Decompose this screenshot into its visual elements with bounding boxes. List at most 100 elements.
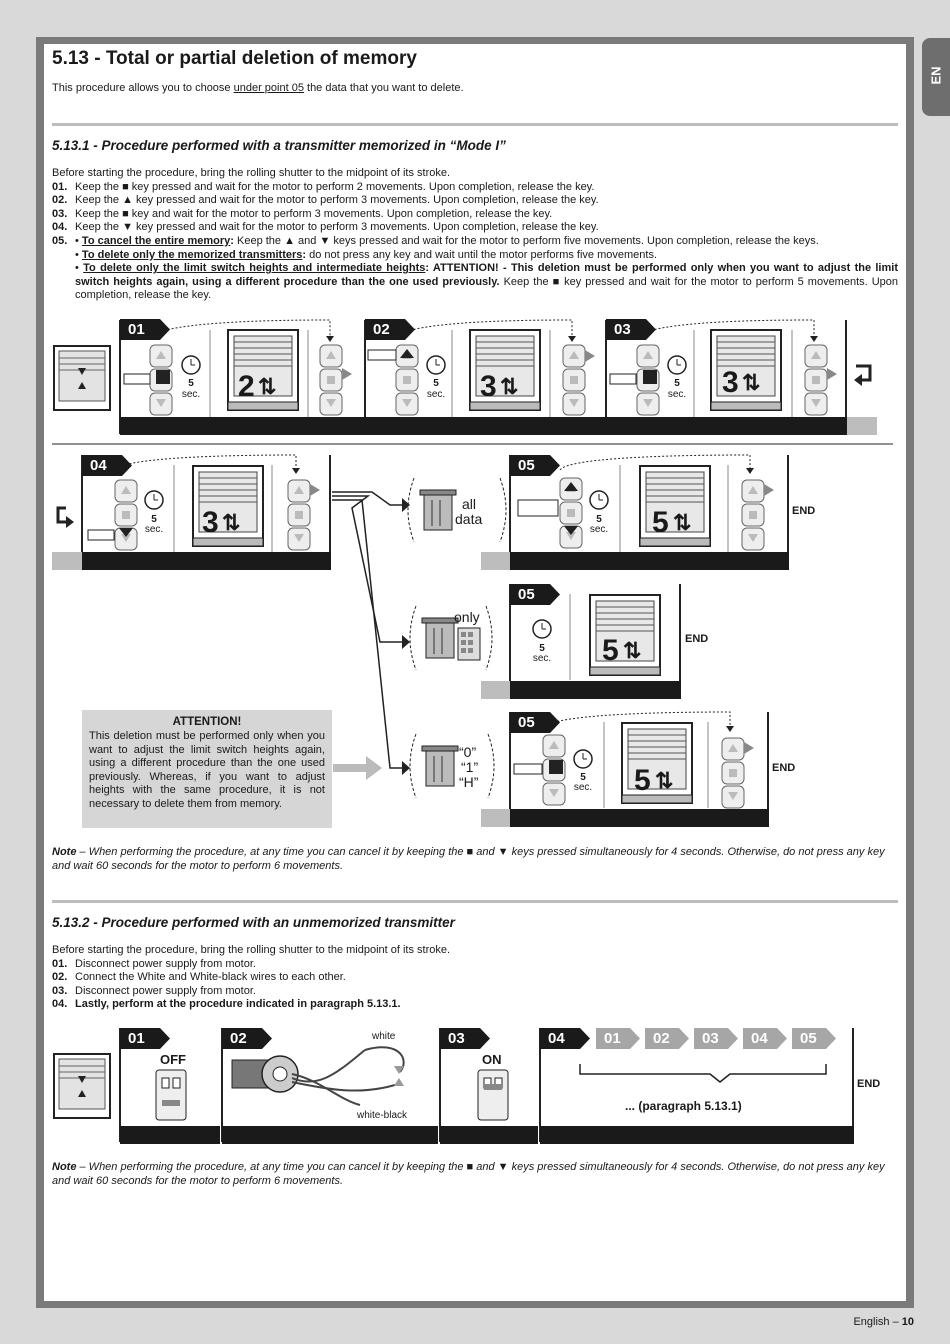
up-down-arrows-icon: ⇅ (623, 638, 642, 663)
step-bar-grey (481, 809, 510, 827)
trash-option-heights (409, 733, 495, 799)
attention-body: This deletion must be performed only whe… (89, 730, 325, 810)
step-item: 04.Lastly, perform at the procedure indi… (52, 998, 401, 1011)
movement-count: 5 (652, 506, 669, 539)
step-item: 01.Keep the ■ key pressed and wait for t… (52, 180, 595, 193)
step-bar-grey (847, 417, 877, 435)
movement-count: 3 (480, 370, 497, 403)
hand-icon (609, 373, 637, 385)
step-flag: 04 (540, 1028, 590, 1049)
remote-icon (287, 479, 311, 551)
hand-icon (513, 763, 543, 775)
step-flag: 01 (120, 1028, 170, 1049)
continue-arrow-icon (856, 364, 872, 382)
up-down-arrows-icon: ⇅ (500, 374, 519, 399)
option-h-label: “H” (459, 774, 479, 790)
remote-icon (721, 737, 745, 809)
step-bar (440, 1126, 538, 1144)
timer-value: 5 (151, 514, 157, 525)
sub-step-flag: 03 (694, 1028, 738, 1049)
remote-icon (741, 479, 765, 551)
page-number: 10 (901, 1316, 914, 1328)
branch-connectors (332, 491, 404, 769)
sub-step-flag: 01 (596, 1028, 640, 1049)
step-bar (540, 1126, 854, 1144)
option-all-label: all (462, 496, 477, 512)
note-2: Note – When performing the procedure, at… (52, 1161, 885, 1187)
intro-text: This procedure allows you to choose unde… (52, 82, 464, 94)
timer-unit: sec. (573, 782, 593, 793)
attention-box: ATTENTION! This deletion must be perform… (82, 710, 332, 828)
on-label: ON (482, 1052, 502, 1067)
step-bar (82, 552, 331, 570)
remote-icon (562, 344, 586, 416)
continue-arrow-icon (56, 506, 66, 524)
language-tab[interactable]: EN (922, 38, 950, 116)
end-label: END (685, 633, 709, 645)
step-bar-grey (481, 681, 510, 699)
end-label: END (772, 762, 796, 774)
option-data-label: data (455, 511, 483, 527)
window-icon-2 (53, 1053, 111, 1119)
step-item: 04.Keep the ▼ key pressed and wait for t… (52, 221, 599, 234)
option-zero-label: “0” (459, 744, 477, 760)
up-down-arrows-icon: ⇅ (673, 510, 692, 535)
window-icon (53, 345, 111, 411)
movement-count: 3 (202, 506, 219, 539)
step-flag: 02 (222, 1028, 272, 1049)
timer-unit: sec. (426, 389, 446, 400)
movement-count: 2 (238, 370, 255, 403)
step-bar-grey (52, 552, 82, 570)
end-label: END (792, 505, 816, 517)
hand-icon (367, 349, 397, 361)
divider (52, 123, 898, 126)
step-flag: 01 (120, 319, 170, 340)
timer-value: 5 (539, 643, 545, 654)
up-down-arrows-icon: ⇅ (742, 370, 761, 395)
clock-icon (589, 490, 609, 510)
step-flag: 04 (82, 455, 132, 476)
step-item: 01.Disconnect power supply from motor. (52, 957, 256, 970)
step-item: 03.Disconnect power supply from motor. (52, 984, 256, 997)
step-bar (120, 1126, 220, 1144)
step-flag: 05 (510, 455, 560, 476)
trash-option-all (407, 477, 507, 543)
timer-value: 5 (188, 378, 194, 389)
movement-count: 5 (602, 634, 619, 667)
step-bar (222, 1126, 438, 1144)
circuit-breaker-on-icon (477, 1069, 509, 1121)
timer-value: 5 (674, 378, 680, 389)
clock-icon (426, 355, 446, 375)
hand-icon (123, 373, 151, 385)
remote-icon (114, 479, 138, 551)
off-label: OFF (160, 1052, 186, 1067)
option-one-label: “1” (461, 759, 479, 775)
paragraph-reference: ... (paragraph 5.13.1) (625, 1099, 742, 1113)
timer-unit: sec. (532, 653, 552, 664)
subsection-title-2: 5.13.2 - Procedure performed with an unm… (52, 915, 455, 930)
movement-count: 5 (634, 764, 651, 797)
procedure-2-text: Before starting the procedure, bring the… (52, 944, 898, 1012)
clock-icon (532, 619, 552, 639)
timer-value: 5 (580, 772, 586, 783)
end-label: END (857, 1078, 881, 1090)
timer-unit: sec. (667, 389, 687, 400)
intro-link[interactable]: under point 05 (233, 82, 304, 94)
step-item: 02.Connect the White and White-black wir… (52, 971, 346, 984)
white-black-wire-label: white-black (357, 1110, 408, 1121)
step-bar (120, 417, 847, 435)
page-footer: English – 10 (853, 1316, 914, 1328)
clock-icon (573, 749, 593, 769)
timer-unit: sec. (144, 524, 164, 535)
step-bar (510, 681, 681, 699)
clock-icon (144, 490, 164, 510)
step-bar (510, 552, 789, 570)
step-flag: 03 (606, 319, 656, 340)
sub-step-flag: 05 (792, 1028, 836, 1049)
brace-icon (579, 1064, 827, 1083)
step-bar (510, 809, 769, 827)
note-1: Note – When performing the procedure, at… (52, 846, 885, 872)
clock-icon (181, 355, 201, 375)
sub-step-flag: 02 (645, 1028, 689, 1049)
step-item: • To delete only the limit switch height… (75, 262, 898, 302)
